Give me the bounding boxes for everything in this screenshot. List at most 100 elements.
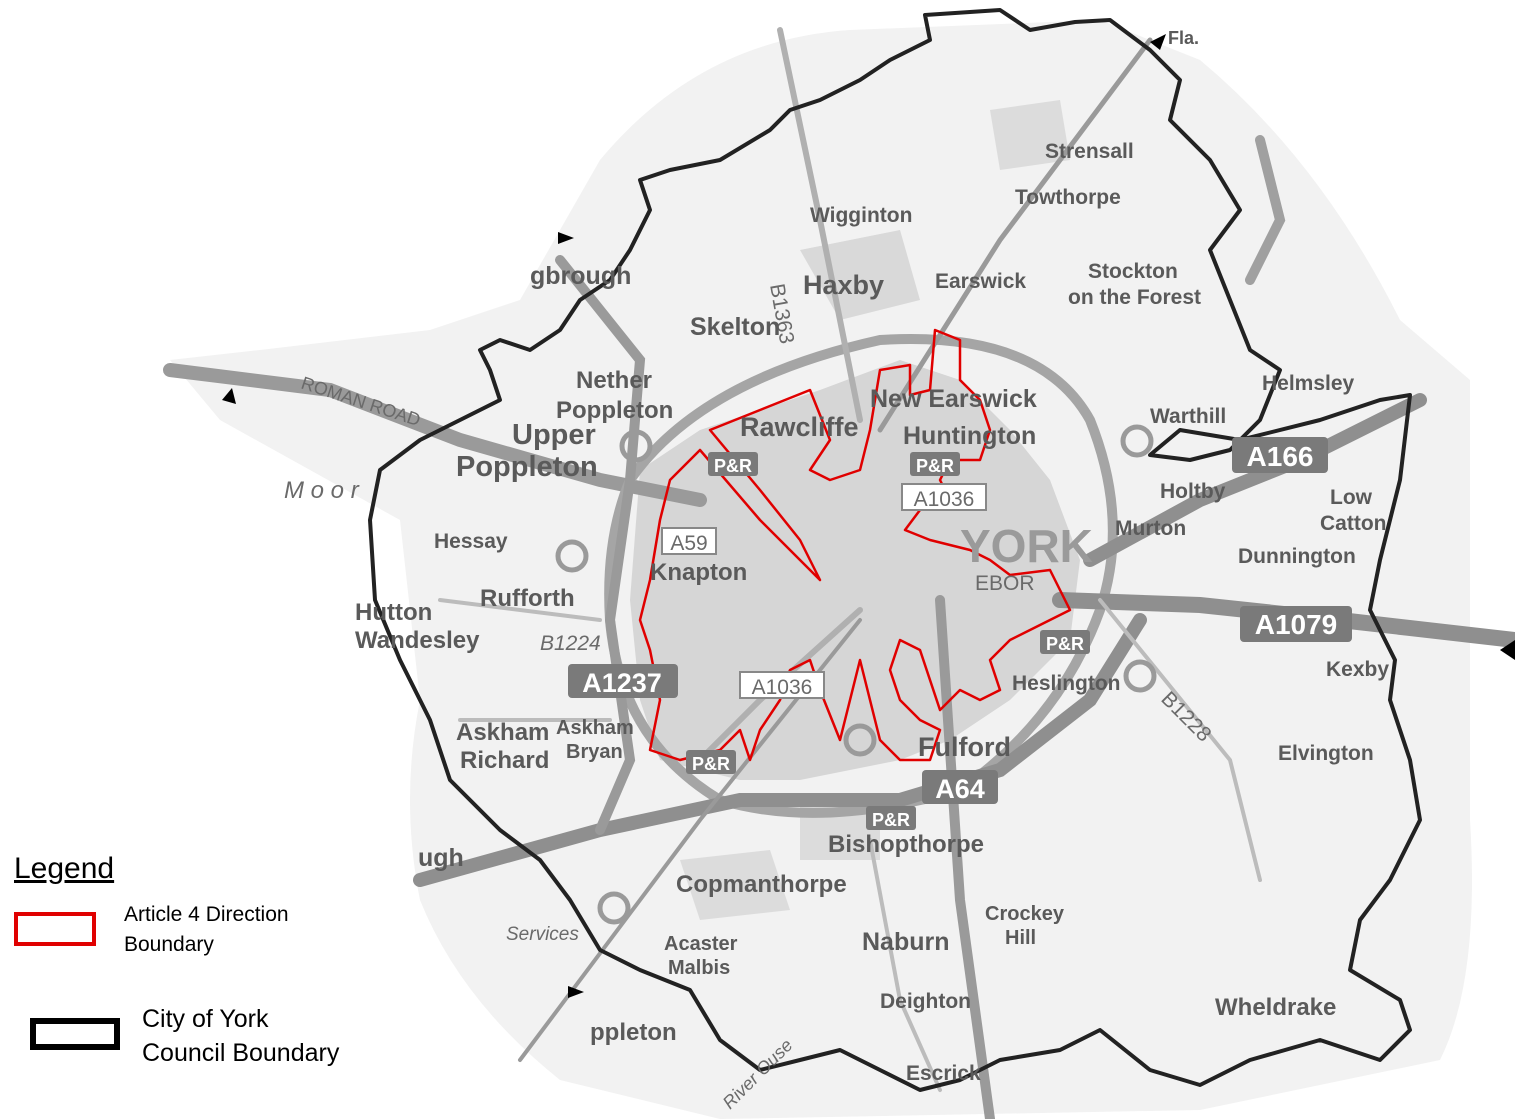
label-a166: A166 (1247, 441, 1314, 472)
roundabout-2 (1120, 424, 1154, 458)
label-crockey-1: Crockey (985, 903, 1065, 925)
shield-a166 (1232, 437, 1328, 473)
roundabouts (555, 424, 1157, 925)
label-a64: A64 (935, 774, 985, 804)
label-pr-5: P&R (916, 456, 954, 476)
label-new-earswick: New Earswick (870, 385, 1037, 413)
label-hutton-1: Hutton (355, 599, 432, 626)
arrow-icon-sw (568, 986, 584, 998)
label-strensall: Strensall (1045, 140, 1134, 163)
label-fla: Fla. (1168, 28, 1199, 48)
label-upper-1: Upper (512, 419, 596, 451)
label-moor: M o o r (284, 477, 360, 504)
label-fulford: Fulford (918, 732, 1011, 762)
label-deighton: Deighton (880, 990, 971, 1013)
label-rufforth: Rufforth (480, 585, 575, 612)
label-stockton-2: on the Forest (1068, 286, 1201, 309)
roundabout-1 (555, 539, 589, 573)
label-york: YORK (960, 520, 1093, 572)
label-ugh: ugh (418, 844, 464, 872)
roundabout-3 (1123, 659, 1157, 693)
label-rawcliffe: Rawcliffe (740, 412, 859, 442)
label-gbrough: gbrough (530, 262, 631, 290)
legend-article4-line2: Boundary (124, 933, 214, 956)
boundary-arrows (222, 34, 1515, 998)
label-huntington: Huntington (903, 422, 1036, 450)
urban-area-copmanthorpe (680, 850, 790, 920)
label-hutton-2: Wandesley (355, 627, 480, 654)
legend-swatch-council (30, 1018, 120, 1050)
roundabout-4 (843, 723, 877, 757)
legend-council-line1: City of York (142, 1005, 269, 1033)
label-a1237: A1237 (582, 668, 662, 698)
label-elvington: Elvington (1278, 742, 1374, 765)
label-wigginton: Wigginton (810, 204, 912, 227)
label-upper-2: Poppleton (456, 451, 598, 483)
label-wheldrake: Wheldrake (1215, 994, 1336, 1021)
label-a1036-south: A1036 (752, 676, 813, 699)
label-ebor: EBOR (975, 572, 1035, 595)
shield-a1237 (568, 664, 678, 698)
roundabout-5 (597, 891, 631, 925)
label-towthorpe: Towthorpe (1015, 186, 1121, 209)
shield-pr-2 (686, 750, 736, 774)
label-a59: A59 (670, 532, 707, 555)
legend-title: Legend (14, 852, 115, 885)
label-crockey-2: Hill (1005, 927, 1036, 949)
label-pr-3: P&R (872, 810, 910, 830)
label-nether-2: Poppleton (556, 397, 673, 424)
shield-a64 (922, 770, 998, 804)
label-askham-bryan-2: Bryan (566, 741, 623, 763)
label-naburn: Naburn (862, 928, 950, 956)
label-low-catton-1: Low (1330, 486, 1373, 509)
road-a1237-east (1245, 135, 1286, 285)
label-kexby: Kexby (1326, 658, 1389, 681)
label-heslington: Heslington (1012, 672, 1121, 695)
label-earswick: Earswick (935, 270, 1026, 293)
road-railway-ne (877, 37, 1153, 433)
label-holtby: Holtby (1160, 480, 1226, 503)
legend-article4-line1: Article 4 Direction (124, 903, 289, 926)
label-escrick: Escrick (906, 1062, 981, 1085)
label-pr-1: P&R (1046, 634, 1084, 654)
shield-a59 (661, 527, 717, 555)
city-of-york-council-boundary (368, 8, 1422, 1092)
label-b1224: B1224 (540, 632, 601, 655)
label-a1079: A1079 (1255, 609, 1338, 640)
label-murton: Murton (1115, 517, 1186, 540)
label-a1036-north: A1036 (914, 488, 975, 511)
shield-a1079 (1240, 606, 1352, 642)
urban-area-strensall (990, 100, 1070, 170)
legend-council-line2: Council Boundary (142, 1039, 340, 1067)
urban-area-haxby (800, 230, 920, 320)
legend-swatch-article4 (14, 912, 96, 946)
arrow-icon-roman (222, 388, 236, 404)
label-hessay: Hessay (434, 530, 508, 553)
road-minor-1 (438, 598, 1262, 1092)
shield-pr-4 (708, 452, 758, 476)
shield-a1036-south (739, 671, 825, 699)
label-poppleton-south: ppleton (590, 1019, 677, 1046)
label-acaster-2: Malbis (668, 957, 730, 979)
label-pr-4: P&R (714, 456, 752, 476)
road-a1237-west (555, 255, 646, 835)
map-legend: Legend Article 4 Direction Boundary City… (14, 852, 394, 1072)
label-askham-richard-2: Richard (460, 747, 549, 774)
label-stockton-1: Stockton (1088, 260, 1178, 283)
arrow-icon-w (558, 232, 574, 244)
road-a1036 (697, 607, 863, 763)
road-a19 (935, 595, 995, 1119)
arrow-icon-ne (1150, 34, 1166, 50)
arrow-icon-e (1500, 640, 1515, 660)
label-haxby: Haxby (803, 270, 884, 300)
label-skelton: Skelton (690, 313, 780, 341)
label-warthill: Warthill (1150, 405, 1226, 428)
shield-pr-1 (1040, 630, 1090, 654)
shield-pr-3 (866, 806, 916, 830)
shield-a1036-north (901, 483, 987, 511)
label-nether-1: Nether (576, 367, 652, 394)
label-copmanthorpe: Copmanthorpe (676, 871, 847, 898)
label-dunnington: Dunnington (1238, 545, 1356, 568)
label-pr-2: P&R (692, 754, 730, 774)
label-helmsley: Helmsley (1262, 372, 1355, 395)
